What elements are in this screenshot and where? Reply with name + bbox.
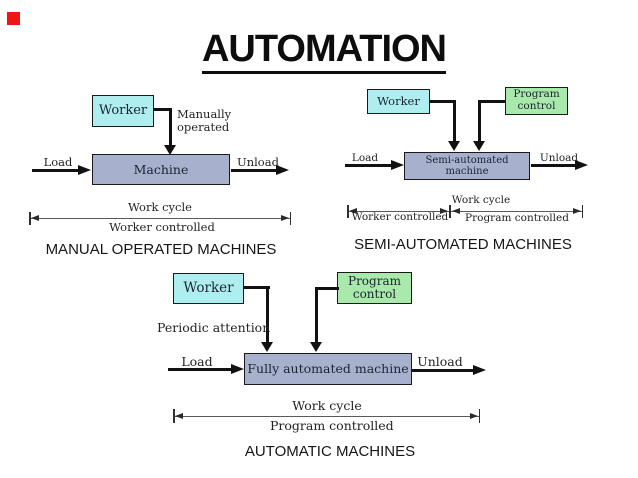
manual-dim-arrow-left-icon	[31, 215, 39, 221]
semi-load-arrowhead-icon	[391, 160, 404, 170]
manual-unload-arrowhead-icon	[276, 165, 289, 175]
auto-caption: AUTOMATIC MACHINES	[244, 443, 416, 460]
semi-dim-tick-right	[581, 205, 583, 218]
semi-worker-box: Worker	[367, 89, 430, 114]
manual-dim-line-bar	[29, 218, 291, 219]
auto-machine-box: Fully automated machine	[244, 353, 412, 385]
auto-program-elbow-h	[315, 287, 339, 290]
semi-worker-elbow-v	[453, 100, 456, 141]
semi-program-elbow-h	[478, 100, 505, 103]
auto-program-label-line1: Program	[348, 273, 401, 288]
manual-work-cycle-label: Work cycle	[128, 200, 192, 214]
auto-dim-arrow-left-icon	[175, 413, 183, 419]
manual-machine-box: Machine	[92, 154, 230, 185]
semi-worker-elbow-h	[429, 100, 456, 103]
auto-worker-elbow-h	[243, 286, 270, 289]
semi-dim-tick-middle	[449, 205, 451, 218]
semi-program-elbow-v	[478, 100, 481, 141]
semi-worker-arrowhead-icon	[448, 141, 460, 151]
semi-dim-arrow-left-icon	[349, 208, 357, 214]
semi-dim-line-bar	[347, 211, 583, 212]
auto-dim-arrow-right-icon	[470, 413, 478, 419]
auto-program-elbow-v	[315, 287, 318, 343]
manual-side-note-line2: operated	[177, 120, 230, 134]
manual-caption: MANUAL OPERATED MACHINES	[45, 241, 277, 258]
semi-dim-tick-left	[347, 205, 349, 218]
semi-machine-label: Semi-automated machine	[425, 155, 509, 177]
auto-worker-box: Worker	[173, 273, 244, 304]
manual-dimension-line	[29, 212, 291, 225]
auto-program-label-line2: control	[352, 287, 397, 301]
manual-dim-tick-right	[289, 212, 291, 225]
auto-attention-note: Periodic attention	[157, 320, 271, 335]
manual-load-arrowhead-icon	[78, 165, 91, 175]
auto-unload-label: Unload	[417, 354, 463, 369]
manual-unload-arrow-line	[231, 169, 277, 172]
manual-dim-tick-left	[29, 212, 31, 225]
auto-dimension-line	[173, 409, 480, 423]
auto-worker-elbow-v	[266, 286, 269, 343]
manual-worker-box: Worker	[92, 95, 154, 127]
manual-machine-label: Machine	[133, 161, 189, 177]
auto-load-arrowhead-icon	[231, 364, 244, 374]
semi-machine-box: Semi-automated machine	[404, 152, 530, 180]
auto-control-label: Program controlled	[270, 418, 394, 433]
semi-caption: SEMI-AUTOMATED MACHINES	[354, 236, 572, 253]
auto-worker-label: Worker	[183, 280, 234, 297]
manual-load-arrow-line	[32, 169, 80, 172]
manual-unload-label: Unload	[237, 155, 279, 169]
semi-dim-arrow-right-icon	[573, 208, 581, 214]
semi-unload-arrowhead-icon	[575, 160, 588, 170]
slide-title-text: AUTOMATION	[201, 28, 447, 74]
auto-unload-arrow-line	[412, 369, 474, 372]
semi-work-cycle-label: Work cycle	[451, 194, 511, 206]
manual-worker-elbow-h	[153, 108, 172, 111]
manual-dim-arrow-right-icon	[281, 215, 289, 221]
semi-dim-arrow-mid-left-icon	[440, 208, 448, 214]
auto-worker-arrowhead-icon	[261, 342, 273, 352]
auto-program-arrowhead-icon	[310, 342, 322, 352]
semi-program-box: Program control	[505, 87, 568, 115]
semi-right-control-label: Program controlled	[465, 212, 569, 224]
auto-dim-tick-left	[173, 409, 175, 423]
semi-dim-arrow-mid-right-icon	[452, 208, 460, 214]
auto-program-box: Program control	[337, 272, 412, 304]
manual-side-note: Manually operated	[177, 108, 237, 134]
auto-load-label: Load	[181, 354, 213, 369]
manual-side-note-line1: Manually	[177, 107, 232, 121]
auto-machine-label: Fully automated machine	[247, 361, 409, 377]
auto-work-cycle-label: Work cycle	[292, 398, 362, 413]
semi-program-arrowhead-icon	[473, 141, 485, 151]
semi-unload-label: Unload	[539, 152, 579, 164]
manual-worker-arrowhead-icon	[164, 145, 176, 155]
semi-unload-arrow-line	[531, 164, 576, 167]
manual-load-label: Load	[43, 155, 73, 169]
auto-unload-arrowhead-icon	[473, 365, 486, 375]
auto-dim-line-bar	[173, 416, 480, 417]
semi-dimension-line	[347, 205, 583, 218]
semi-program-label-line1: Program	[513, 88, 560, 101]
manual-worker-elbow-v	[169, 108, 172, 146]
semi-left-control-label: Worker controlled	[351, 211, 449, 223]
auto-load-arrow-line	[168, 368, 233, 371]
red-corner-marker	[7, 12, 20, 25]
manual-worker-label: Worker	[98, 102, 148, 118]
semi-load-label: Load	[351, 152, 379, 164]
slide-title: AUTOMATION	[0, 28, 638, 74]
semi-worker-label: Worker	[377, 94, 420, 109]
semi-load-arrow-line	[345, 164, 392, 167]
semi-program-label-line2: control	[517, 100, 556, 112]
manual-control-label: Worker controlled	[109, 220, 215, 234]
auto-dim-tick-right	[478, 409, 480, 423]
